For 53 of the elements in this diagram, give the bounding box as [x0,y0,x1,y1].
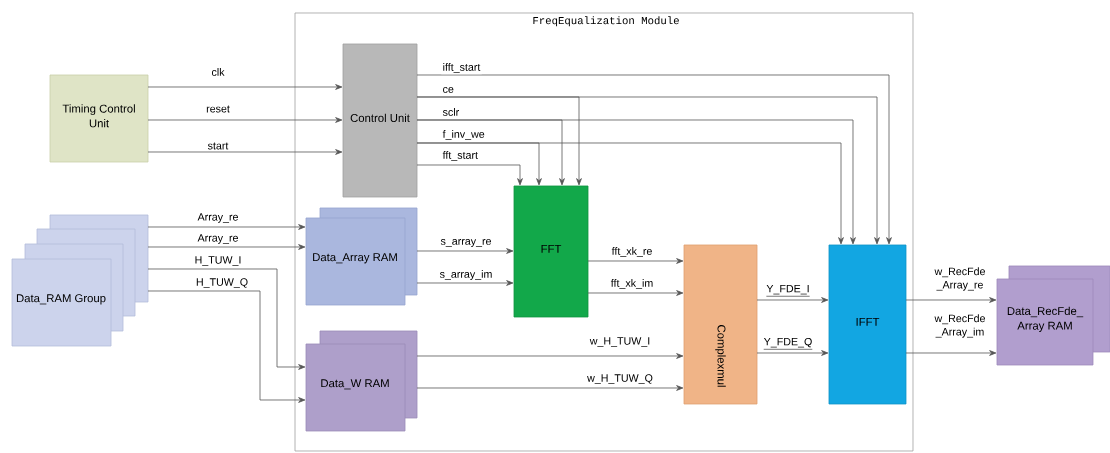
edge-label: sclr [441,106,461,118]
memory-stack: Data_RecFde_ Array RAM [996,265,1110,366]
arrow [587,258,684,264]
edge-label: Y_FDE_I [765,283,811,299]
edge-label: s_array_re [439,237,493,249]
process-block: IFFT [828,244,907,405]
edge-label: w_RecFde _Array_re [927,266,993,292]
edge-label: ifft_start [441,61,482,75]
arrow [416,353,684,359]
arrow [416,119,565,186]
arrow [416,74,892,245]
arrow [147,290,306,403]
arrow [756,297,829,303]
arrow [416,385,684,391]
memory-stack: Data_W RAM [305,330,418,432]
process-block: Complexmul [683,244,758,405]
arrow [147,117,343,123]
edge-label: fft_xk_re [610,245,654,259]
edge-label: w_H_TUW_I [588,335,652,349]
edge-label: H_TUW_I [193,254,243,268]
process-block: Timing Control Unit [49,74,149,163]
arrow [147,84,343,90]
edge-label: clk [210,66,226,78]
arrow [905,297,997,303]
arrow [416,248,514,254]
arrow [416,280,514,286]
arrow [416,164,523,186]
edge-label: fft_start [441,149,480,163]
edge-label: reset [204,104,232,114]
arrow [416,96,582,186]
edge-label: w_RecFde _Array_im [927,313,993,339]
arrow [905,350,997,356]
arrow [756,350,829,356]
arrow [147,244,306,250]
process-block: Control Unit [342,43,418,198]
edge-label: Y_FDE_Q [762,336,814,352]
edge-label: s_array_im [438,268,494,282]
process-block: FFT [513,185,589,318]
edge-label: w_H_TUW_Q [585,372,655,386]
edge-label: Array_re [196,232,240,246]
arrow [147,149,343,155]
edge-label: Array_re [196,211,240,225]
edge-label: f_inv_we [441,128,487,142]
edge-label: fft_xk_im [609,277,655,291]
arrow [587,290,684,296]
arrow [416,142,542,186]
arrow [147,268,306,370]
edge-label: start [206,141,230,151]
arrow [147,224,306,230]
memory-stack: Data_Array RAM [305,207,418,306]
memory-stack: Data_RAM Group [11,214,149,347]
edge-label: H_TUW_Q [194,276,250,290]
edge-label: ce [441,85,456,95]
